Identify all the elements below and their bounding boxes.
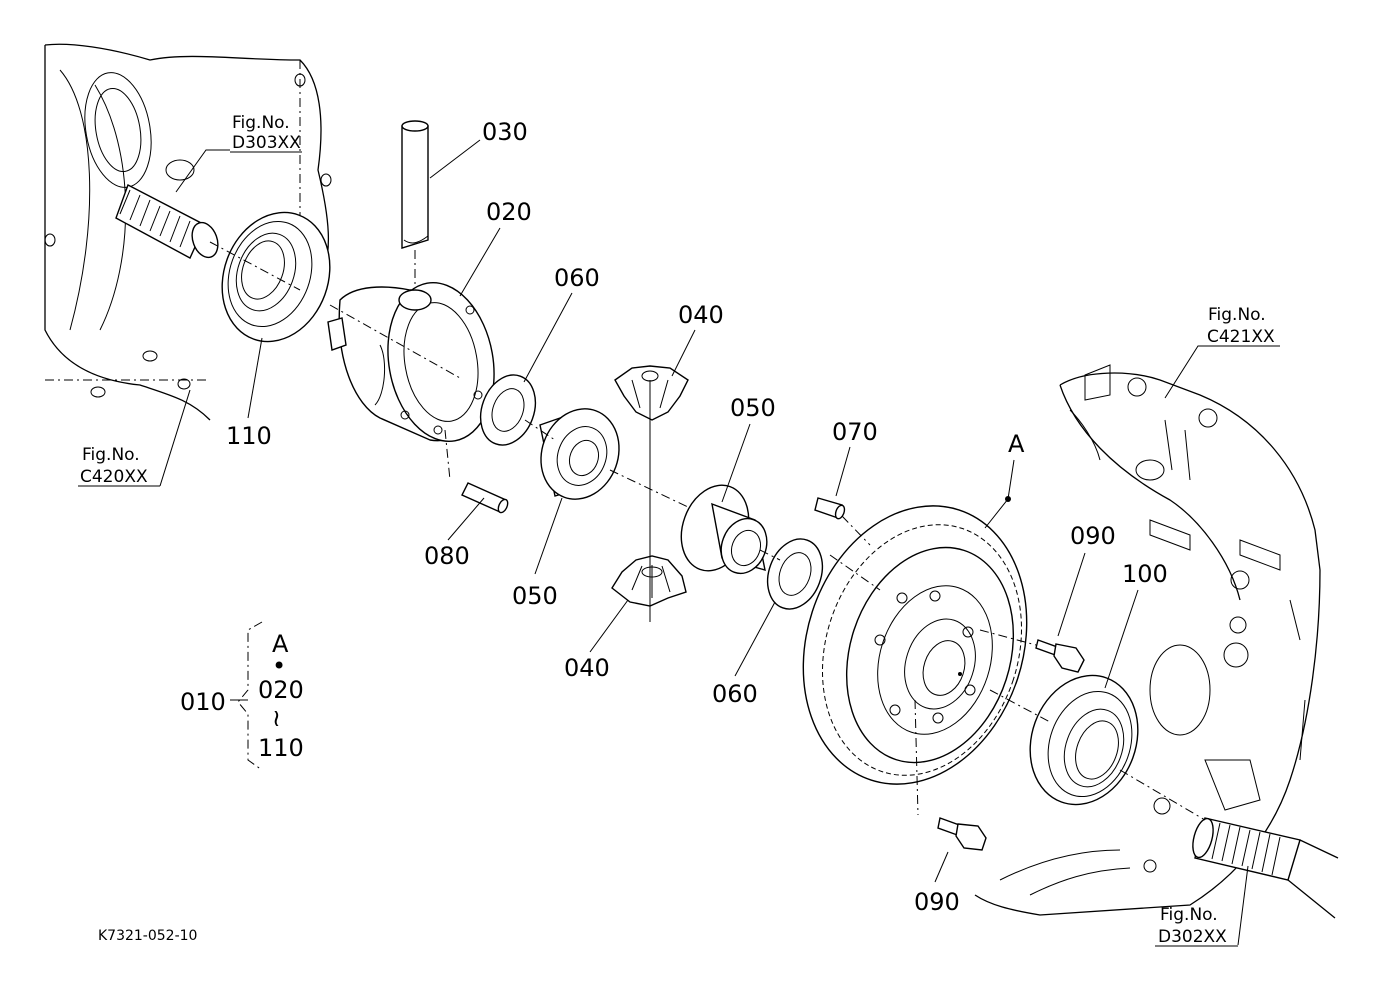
assembly-legend: 010 A • 020 ≀ 110 (180, 630, 304, 762)
right-housing (974, 364, 1321, 916)
pinion-040-top (614, 365, 689, 421)
assembly-to: 110 (258, 734, 304, 762)
ring-gear-a (802, 505, 1028, 785)
fig-ref-d302: Fig.No. D302XX (1158, 905, 1227, 947)
assembly-tilde: ≀ (272, 704, 281, 732)
bolt-090-bottom (937, 817, 987, 851)
fig-ref-d303-code: D303XX (232, 133, 301, 153)
label-080: 080 (424, 542, 470, 570)
assembly-from: 020 (258, 676, 304, 704)
pinion-040-bottom (611, 555, 687, 607)
pin-070 (814, 497, 846, 520)
fig-ref-d302-code: D302XX (1158, 927, 1227, 947)
assembly-dot: • (272, 652, 286, 680)
output-shaft (1192, 817, 1339, 919)
part-labels: 030 020 060 040 050 070 A 110 080 090 05… (226, 118, 1168, 916)
fig-ref-d302-label: Fig.No. (1160, 905, 1218, 925)
label-050-left: 050 (512, 582, 558, 610)
fig-ref-c421-code: C421XX (1207, 327, 1275, 347)
assembly-top-ref: A (272, 630, 289, 658)
fig-ref-d303: Fig.No. D303XX (232, 113, 301, 153)
fig-underlines (78, 151, 1280, 947)
label-060-bottom: 060 (712, 680, 758, 708)
pin-030 (401, 120, 429, 249)
label-060-top: 060 (554, 264, 600, 292)
fig-ref-c420-code: C420XX (80, 467, 148, 487)
bolt-axis-bottom (914, 699, 919, 816)
label-070: 070 (832, 418, 878, 446)
pin-080 (461, 482, 509, 514)
label-110: 110 (226, 422, 272, 450)
label-100: 100 (1122, 560, 1168, 588)
label-090-top: 090 (1070, 522, 1116, 550)
bolt-090-top (1035, 639, 1085, 673)
bearing-100 (1029, 674, 1139, 806)
assembly-bracket (237, 621, 263, 771)
bearing-110 (221, 211, 331, 343)
label-050-right: 050 (730, 394, 776, 422)
pin-axis (414, 250, 451, 481)
leader-lines (159, 139, 1249, 946)
washer-060-bottom (766, 538, 824, 610)
drawing-code: K7321-052-10 (98, 928, 197, 944)
fig-ref-c420: Fig.No. C420XX (80, 445, 148, 487)
main-axis-left (209, 241, 781, 561)
diff-case-020 (327, 281, 495, 443)
fig-ref-c420-label: Fig.No. (82, 445, 140, 465)
fig-ref-d303-label: Fig.No. (232, 113, 290, 133)
left-housing (44, 43, 332, 421)
assembly-number: 010 (180, 688, 226, 716)
side-gear-050-right (680, 484, 768, 575)
label-030: 030 (482, 118, 528, 146)
fig-ref-c421-label: Fig.No. (1208, 305, 1266, 325)
pin-070-axis (841, 515, 871, 546)
fig-ref-c421: Fig.No. C421XX (1207, 305, 1275, 347)
label-090-bottom: 090 (914, 888, 960, 916)
label-a: A (1008, 430, 1025, 458)
side-gear-050-left (539, 408, 620, 500)
washer-060-top (479, 374, 537, 446)
label-040-top: 040 (678, 301, 724, 329)
main-axis-right (829, 554, 1206, 821)
label-020: 020 (486, 198, 532, 226)
label-040-bottom: 040 (564, 654, 610, 682)
